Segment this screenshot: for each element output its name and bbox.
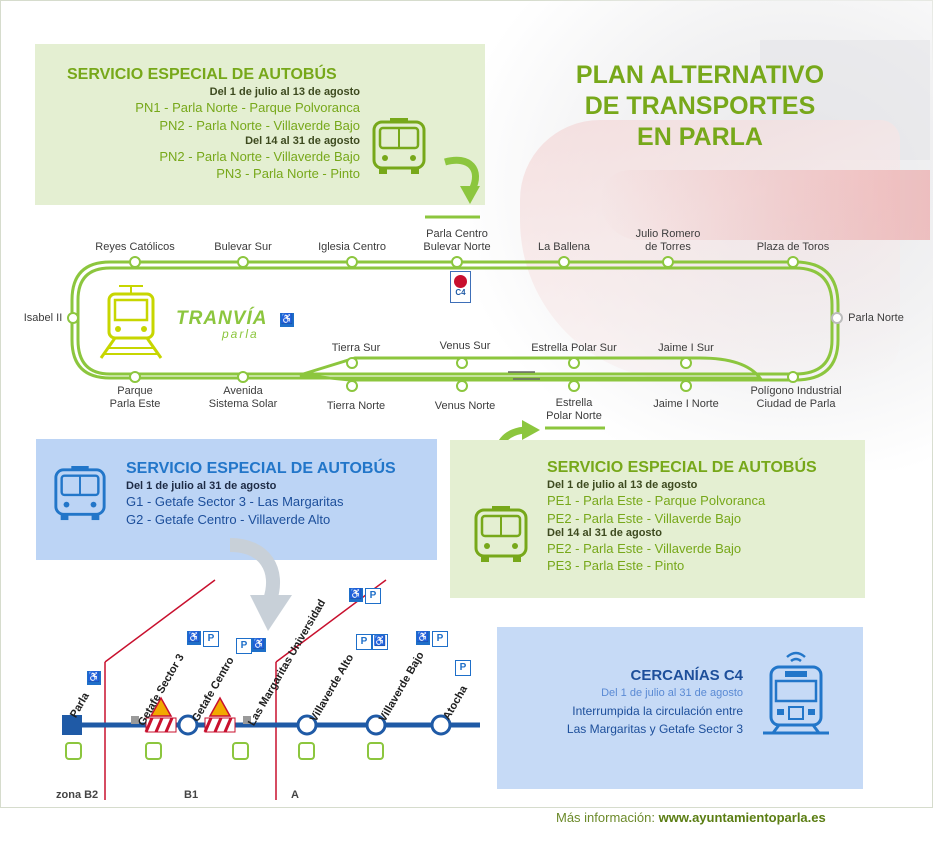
bus-g-line1: G1 - Getafe Sector 3 - Las Margaritas [126,494,344,509]
parking-icon: P [365,588,381,604]
bus-pn-line3: PN2 - Parla Norte - Villaverde Bajo [159,149,360,164]
bus-pe-date2: Del 14 al 31 de agosto [547,527,662,539]
footer: Más información: www.ayuntamientoparla.e… [556,810,826,825]
parking-icon: P [455,660,471,676]
stop-estrella-polar-sur: Estrella Polar Sur [531,342,617,354]
wheelchair-icon: ♿ [252,638,266,652]
stop-reyes-catolicos: Reyes Católicos [95,241,175,253]
stop-avenida-sistema-solar: Avenida Sistema Solar [209,385,277,411]
page-title: PLAN ALTERNATIVO DE TRANSPORTES EN PARLA [540,60,860,153]
stop-avenida-line2: Sistema Solar [208,398,278,410]
zone-a: A [291,789,299,801]
wheelchair-icon: ♿ [416,631,430,645]
bus-pn-heading: SERVICIO ESPECIAL DE AUTOBÚS [67,66,337,83]
stop-tierra-norte: Tierra Norte [326,400,386,412]
bus-pn-line2: PN2 - Parla Norte - Villaverde Bajo [159,118,360,133]
tram-icon [99,285,163,359]
bus-g-line2: G2 - Getafe Centro - Villaverde Alto [126,512,331,527]
stop-isabel-ii: Isabel II [23,312,63,324]
stop-parla-centro: Parla Centro Bulevar Norte [423,228,490,254]
bus-pe-heading: SERVICIO ESPECIAL DE AUTOBÚS [547,459,817,476]
bus-icon [474,506,528,562]
parking-icon: P [432,631,448,647]
parking-icon: P [203,631,219,647]
stop-parque-line1: Parque [117,385,153,397]
stop-venus-norte: Venus Norte [434,400,496,412]
bus-pe-line3: PE2 - Parla Este - Villaverde Bajo [547,541,742,556]
title-line-2: DE TRANSPORTES [584,92,816,120]
c4-label: C4 [455,288,466,297]
stop-parla-centro-line1: Parla Centro [426,228,488,240]
wheelchair-icon: ♿ [349,588,363,602]
stop-jaime-i-sur: Jaime I Sur [658,342,714,354]
cercanias-line1: Interrumpida la circulación entre [572,704,743,718]
cercanias-heading: CERCANÍAS C4 [630,667,743,684]
zone-b1: B1 [184,789,199,801]
bus-pn-line4: PN3 - Parla Norte - Pinto [216,166,360,181]
parking-icon: P [356,634,372,650]
tranvia-logo-sub: parla [222,327,259,341]
stop-estrella-line1: Estrella [555,397,593,409]
footer-url[interactable]: www.ayuntamientoparla.es [658,810,826,825]
stop-poligono-line2: Ciudad de Parla [756,398,836,410]
rail-diagram [62,579,480,800]
bus-g-date: Del 1 de julio al 31 de agosto [126,480,277,492]
stop-julio-line1: Julio Romero [635,228,701,240]
wheelchair-icon: ♿ [87,671,101,685]
stop-parla-centro-line2: Bulevar Norte [423,241,491,253]
train-photo-stripe [600,170,930,240]
parking-icon: P [236,638,252,654]
arrow-icon [444,156,480,204]
tranvia-logo: TRANVÍA [176,308,268,329]
arrow-icon [229,538,292,631]
wheelchair-icon: ♿ [280,313,294,327]
stop-parque-parla-este: Parque Parla Este [110,385,161,411]
stop-tierra-sur: Tierra Sur [331,342,381,354]
cercanias-c4-box: CERCANÍAS C4 Del 1 de julio al 31 de ago… [497,627,863,789]
cercanias-date: Del 1 de julio al 31 de agosto [601,687,743,699]
stop-bulevar-sur: Bulevar Sur [214,241,272,253]
bus-icon [54,466,106,521]
bus-pe-date1: Del 1 de julio al 13 de agosto [547,479,698,491]
stop-julio-line2: de Torres [645,241,691,253]
c4-badge: C4 [450,271,471,303]
stop-jaime-i-norte: Jaime I Norte [653,398,719,410]
zone-b2: zona B2 [56,789,99,801]
title-line-1: PLAN ALTERNATIVO [575,61,825,89]
footer-label: Más información: [556,810,655,825]
bus-g-heading: SERVICIO ESPECIAL DE AUTOBÚS [126,460,396,477]
bus-service-pn-box: SERVICIO ESPECIAL DE AUTOBÚS Del 1 de ju… [35,44,485,205]
bus-pe-line2: PE2 - Parla Este - Villaverde Bajo [547,511,742,526]
title-line-3: EN PARLA [637,123,763,151]
bus-pn-date1: Del 1 de julio al 13 de agosto [209,86,360,98]
stop-avenida-line1: Avenida [223,385,263,397]
tram-map [67,215,843,430]
stop-poligono-line1: Polígono Industrial [750,385,842,397]
stop-estrella-polar-norte: Estrella Polar Norte [546,397,602,423]
stop-plaza-toros: Plaza de Toros [756,241,830,253]
stop-julio-romero: Julio Romero de Torres [636,228,701,254]
stop-la-ballena: La Ballena [538,241,590,253]
stop-parla-norte: Parla Norte [848,312,904,324]
train-icon [763,651,829,735]
bus-pn-line1: PN1 - Parla Norte - Parque Polvoranca [135,100,360,115]
stop-parque-line2: Parla Este [109,398,161,410]
stop-estrella-line2: Polar Norte [546,410,602,422]
wheelchair-icon: ♿ [372,634,388,650]
cercanias-line2: Las Margaritas y Getafe Sector 3 [566,722,743,736]
stop-poligono-industrial: Polígono Industrial Ciudad de Parla [750,385,841,411]
stop-venus-sur: Venus Sur [439,340,491,352]
wheelchair-icon: ♿ [187,631,201,645]
stop-iglesia-centro: Iglesia Centro [318,241,386,253]
cercanias-logo-icon [454,275,467,288]
bus-icon [372,118,426,174]
bus-pn-date2: Del 14 al 31 de agosto [245,135,360,147]
bus-service-pe-box: SERVICIO ESPECIAL DE AUTOBÚS Del 1 de ju… [450,440,865,598]
bus-pe-line4: PE3 - Parla Este - Pinto [547,558,685,573]
bus-pe-line1: PE1 - Parla Este - Parque Polvoranca [547,493,766,508]
